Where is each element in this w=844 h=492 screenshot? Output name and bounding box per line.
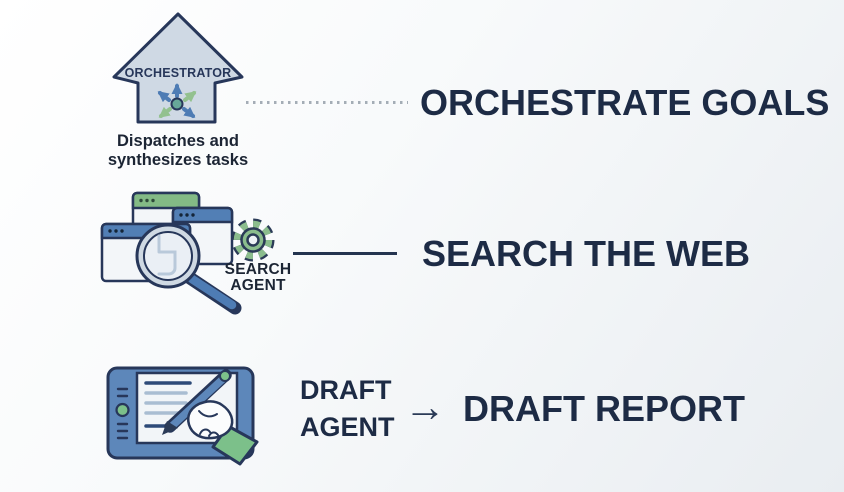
search-agent-label: SEARCH AGENT <box>224 261 292 294</box>
heading-orchestrate-goals: ORCHESTRATE GOALS <box>420 82 830 123</box>
tablet-drafting-icon <box>106 366 259 466</box>
gear-icon <box>231 218 275 262</box>
document-text-lines <box>144 381 192 428</box>
orchestrator-icon-label: ORCHESTRATOR <box>124 66 232 80</box>
tablet-bezel-buttons <box>116 387 129 440</box>
dotted-connector-line <box>246 101 408 104</box>
pen-icon <box>162 369 232 435</box>
magnifier-icon <box>135 223 242 315</box>
dispatch-arrows-icon <box>157 83 197 118</box>
browser-windows-search-icon <box>100 191 275 315</box>
solid-connector-line <box>293 252 397 255</box>
draft-agent-label: DRAFT AGENT <box>300 375 395 442</box>
heading-search-the-web: SEARCH THE WEB <box>422 233 751 274</box>
right-arrow-icon: → <box>404 383 446 430</box>
tablet-home-button <box>115 402 130 418</box>
orchestrator-caption: Dispatches and synthesizes tasks <box>107 132 249 169</box>
hand-icon <box>187 400 259 466</box>
orchestrator-up-arrow-icon <box>112 12 244 124</box>
heading-draft-report: DRAFT REPORT <box>463 388 745 429</box>
